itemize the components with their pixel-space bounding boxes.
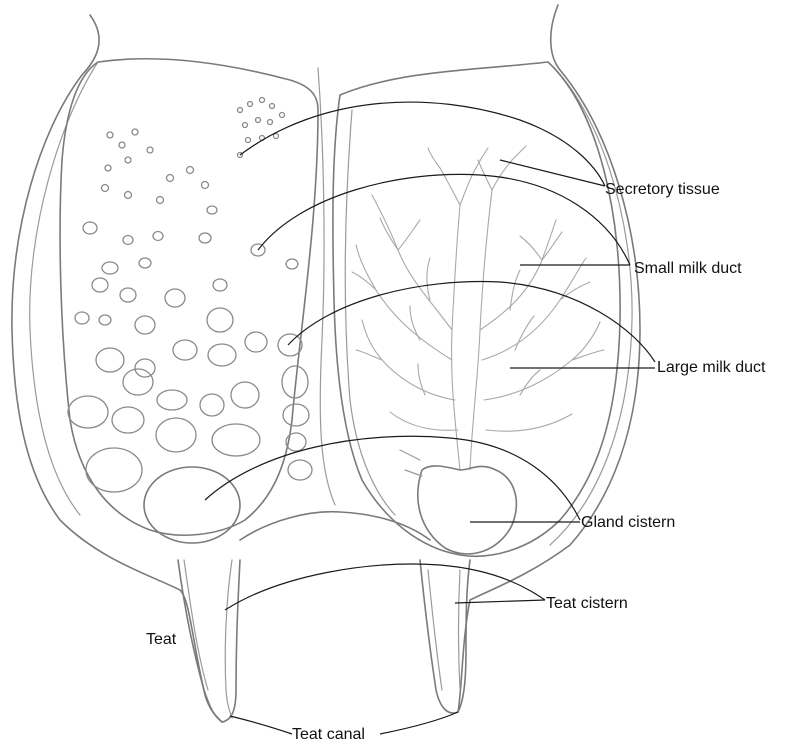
left-teat	[178, 512, 430, 722]
leader-lines	[205, 102, 655, 734]
leader-gland-cistern-left	[205, 436, 580, 520]
leader-teat-canal-left	[230, 716, 292, 734]
leader-teat-cistern-right	[455, 600, 545, 603]
right-quarter	[333, 62, 620, 556]
label-teat-cistern: Teat cistern	[546, 595, 628, 612]
milk-duct-tree	[352, 146, 604, 470]
leader-teat-canal-right	[380, 712, 458, 734]
label-secretory-tissue: Secretory tissue	[605, 181, 720, 198]
label-gland-cistern: Gland cistern	[581, 514, 675, 531]
label-small-milk-duct: Small milk duct	[634, 260, 742, 277]
right-gland-cistern	[418, 466, 517, 554]
label-teat-canal: Teat canal	[292, 726, 365, 743]
left-gland-cistern	[144, 467, 240, 543]
secretory-alveoli	[68, 98, 312, 493]
label-teat: Teat	[146, 631, 177, 648]
label-large-milk-duct: Large milk duct	[657, 359, 766, 376]
leader-secretory-tissue-left	[240, 102, 605, 186]
right-teat	[420, 560, 470, 713]
